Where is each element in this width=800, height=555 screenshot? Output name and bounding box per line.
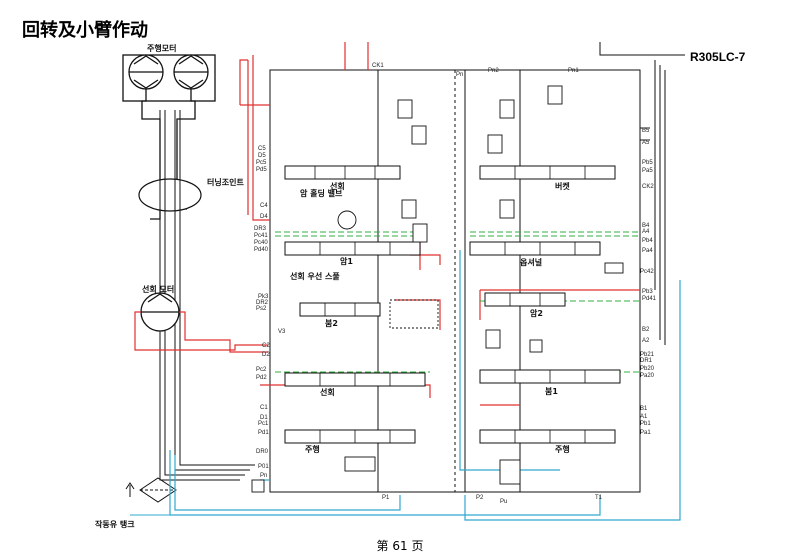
port-pc42: Pc42: [640, 269, 654, 275]
spool-left-5: 주행: [305, 444, 320, 454]
spool-left-1: 선회: [330, 181, 345, 191]
valve-elements: [251, 85, 624, 493]
port-pd40: Pd40: [254, 247, 269, 253]
port-ck2: CK2: [642, 184, 654, 190]
tank-label: 작동유 탱크: [95, 519, 135, 529]
turning-joint-label: 터닝조인트: [207, 177, 244, 187]
port-d1: D1: [260, 415, 268, 421]
right-lines: [599, 42, 685, 345]
port-pa1: Pa1: [640, 430, 651, 436]
return-lines: [169, 250, 681, 521]
port-b2: B2: [642, 327, 650, 333]
port-a5: A5: [642, 140, 650, 146]
port-a2: A2: [642, 338, 650, 344]
port-pk3: Pk3: [258, 294, 269, 300]
port-b4: B4: [642, 223, 650, 229]
port-pb20: Pb20: [640, 366, 655, 372]
spool-right-2: 옵셔널: [520, 257, 542, 267]
left-spools: [284, 165, 426, 444]
port-pb1: Pb1: [640, 421, 651, 427]
arm-holding-valve-label: 암 홀딩 밸브: [300, 188, 343, 198]
page-number: 第 61 页: [376, 539, 424, 553]
port-dr2: DR2: [256, 300, 269, 306]
port-pc40: Pc40: [254, 240, 268, 246]
travel-motors: [122, 54, 216, 220]
travel-lines: [159, 110, 255, 481]
port-pn1: Pn1: [568, 68, 579, 74]
port-pd2: Pd2: [256, 375, 267, 381]
swing-motor-label: 선회 모터: [142, 284, 174, 294]
port-dr3: DR3: [254, 226, 267, 232]
drain-filter: [125, 477, 177, 516]
spool-right-4: 붐1: [545, 386, 558, 396]
port-pb21: Pb21: [640, 352, 655, 358]
port-c5: C5: [258, 146, 266, 152]
port-pd1: Pd1: [258, 430, 269, 436]
port-p2: P2: [476, 495, 484, 501]
port-d5: D5: [258, 153, 266, 159]
port-pc5: Pc5: [256, 160, 267, 166]
port-p1: P1: [382, 495, 390, 501]
port-a1: A1: [640, 414, 648, 420]
port-pc2: Pc2: [256, 367, 267, 373]
turning-joint-ellipse: [138, 178, 202, 212]
spool-right-3: 암2: [530, 308, 543, 318]
port-ck1: CK1: [372, 63, 384, 69]
port-pd41: Pd41: [642, 296, 657, 302]
port-dr1: DR1: [640, 358, 653, 364]
port-d2: D2: [262, 352, 270, 358]
port-c4: C4: [260, 203, 268, 209]
port-pa20: Pa20: [640, 373, 655, 379]
port-pn: Pn: [456, 72, 463, 78]
port-c1: C1: [260, 405, 268, 411]
port-c2: C2: [262, 343, 270, 349]
spool-right-1: 버켓: [555, 181, 570, 191]
spool-left-4: 선회: [320, 387, 335, 397]
port-pb3: Pb3: [642, 289, 653, 295]
port-pb4: Pb4: [642, 238, 653, 244]
spool-left-3: 붐2: [325, 318, 338, 328]
pressure-lines: [239, 42, 640, 406]
port-pc1: Pc1: [258, 421, 269, 427]
spool-left-2: 암1: [340, 256, 353, 266]
port-pa4: Pa4: [642, 248, 653, 254]
port-v3: V3: [278, 329, 286, 335]
port-pn2: Pn2: [488, 68, 499, 74]
port-t1: T1: [595, 495, 603, 501]
port-ps2: Ps2: [256, 306, 267, 312]
spool-right-5: 주행: [555, 444, 570, 454]
port-b1: B1: [640, 406, 648, 412]
left-port-labels: C5 D5 Pc5 Pd5 C4 D4 DR3 Pc41 Pc40 Pd40 P…: [254, 146, 286, 479]
page-title: 回转及小臂作动: [22, 20, 148, 41]
port-dr0: DR0: [256, 449, 269, 455]
right-spools: [469, 165, 621, 444]
valve-block: [269, 69, 641, 493]
port-pc41: Pc41: [254, 233, 268, 239]
port-pd5: Pd5: [256, 167, 267, 173]
port-b5: B5: [642, 128, 650, 134]
port-pn-left: Pn: [260, 473, 267, 479]
model-label: R305LC-7: [690, 50, 746, 64]
swing-motor-lines: [134, 311, 268, 353]
port-pu: Pu: [500, 499, 507, 505]
port-d4: D4: [260, 214, 268, 220]
swing-priority-spool-label: 선회 우선 스풀: [290, 271, 340, 281]
port-pa5: Pa5: [642, 168, 653, 174]
port-p01: P01: [258, 464, 269, 470]
swing-motor: [140, 292, 180, 332]
port-a4: A4: [642, 229, 650, 235]
travel-motor-label: 주행모터: [147, 43, 176, 53]
right-port-labels: B5 A5 Pb5 Pa5 CK2 B4 A4 Pb4 Pa4 Pc42 Pb3…: [640, 128, 657, 436]
port-pb5: Pb5: [642, 160, 653, 166]
